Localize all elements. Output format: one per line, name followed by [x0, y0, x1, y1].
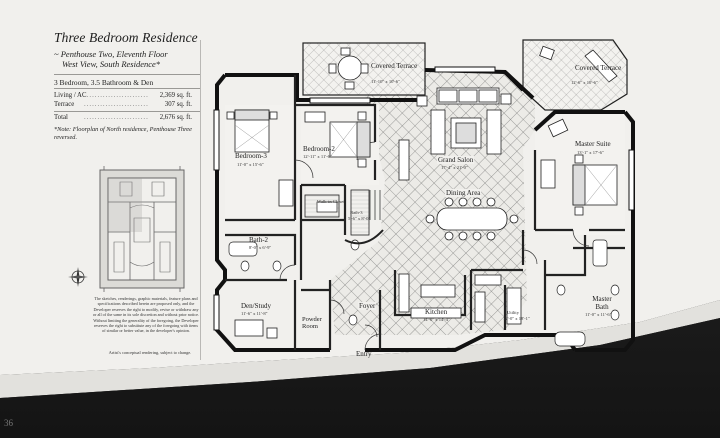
area-label: Total	[54, 114, 68, 121]
room-label: Master Bath	[592, 295, 612, 311]
residence-subtitle-2: West View, South Residence*	[62, 59, 161, 69]
room-label: Master Suite	[575, 140, 611, 148]
room-dimensions: 14'-0" x 14'-4"	[423, 317, 450, 322]
room-dimensions: 12'-6" x 10'-6"	[571, 80, 598, 85]
divider	[54, 111, 200, 112]
room-label: Foyer	[358, 302, 377, 310]
room-label: Bedroom-3	[235, 152, 267, 160]
room-label: Kitchen	[425, 308, 448, 316]
leader-dots: ........................	[84, 114, 149, 121]
leader-dots: ........................	[84, 92, 149, 99]
leader-dots: ........................	[84, 101, 149, 108]
room-label: Covered Terrace	[371, 62, 418, 70]
entry-label: Entry	[356, 350, 372, 358]
info-panel: Three Bedroom Residence ~ Penthouse Two,…	[42, 26, 202, 360]
room-label: Den/Study	[241, 302, 271, 310]
room-dimensions: 11'-0" x 11'-6"	[585, 312, 612, 317]
room-label: Utility	[507, 310, 519, 315]
floor-plan: Covered Terrace 11'-10" x 10'-6" Covered…	[205, 30, 645, 370]
room-dimensions: 12'-0" x 18'-1"	[503, 316, 530, 321]
key-plan	[94, 162, 190, 296]
disclaimer-text: The sketches, renderings, graphic materi…	[92, 296, 200, 334]
page-number: 36	[4, 418, 13, 428]
rendering-disclaimer: Artist's conceptual rendering, subject t…	[108, 350, 192, 355]
room-dimensions: 17'-4" x 21'-0"	[441, 165, 468, 170]
divider	[54, 88, 200, 89]
area-value: 2,369 sq. ft.	[159, 92, 192, 99]
room-dimensions: 13'-1" x 17'-6"	[577, 150, 604, 155]
area-label: Terrace	[54, 101, 75, 108]
floorplan-note: *Note: Floorplan of North residence, Pen…	[54, 126, 192, 141]
room-label: Bath-2	[249, 236, 269, 244]
tiled-floor	[330, 70, 535, 335]
room-dimensions: 5'-6" x 8'-0"	[348, 216, 371, 221]
residence-subtitle-1: ~ Penthouse Two, Eleventh Floor	[54, 49, 168, 59]
room-label: Covered Terrace	[575, 64, 622, 72]
room-dimensions: 12'-11" x 11'-6"	[303, 154, 332, 159]
area-label: Living / AC	[54, 92, 87, 99]
room-dimensions: 11'-6" x 11'-8"	[241, 311, 268, 316]
room-label: Bedroom-2	[303, 145, 335, 153]
room-label: Powder Room	[302, 316, 322, 330]
area-value: 307 sq. ft.	[164, 101, 192, 108]
room-label: Grand Salon	[437, 156, 475, 164]
residence-title: Three Bedroom Residence	[54, 30, 198, 45]
room-summary: 3 Bedroom, 3.5 Bathroom & Den	[54, 78, 154, 87]
divider	[54, 74, 200, 75]
room-dimensions: 11'-10" x 10'-6"	[371, 79, 400, 84]
compass-icon	[67, 266, 89, 288]
floor-plan-drawing	[213, 39, 635, 352]
room-label: Bath-3	[350, 210, 363, 215]
room-dimensions: 8'-0" x 6'-9"	[249, 245, 272, 250]
room-dimensions: 11'-0" x 15'-6"	[237, 162, 264, 167]
room-label: Dining Area	[445, 189, 482, 197]
panel-divider	[200, 40, 201, 360]
area-value: 2,676 sq. ft.	[159, 114, 192, 121]
room-label: Walk-in Closet	[317, 199, 345, 204]
